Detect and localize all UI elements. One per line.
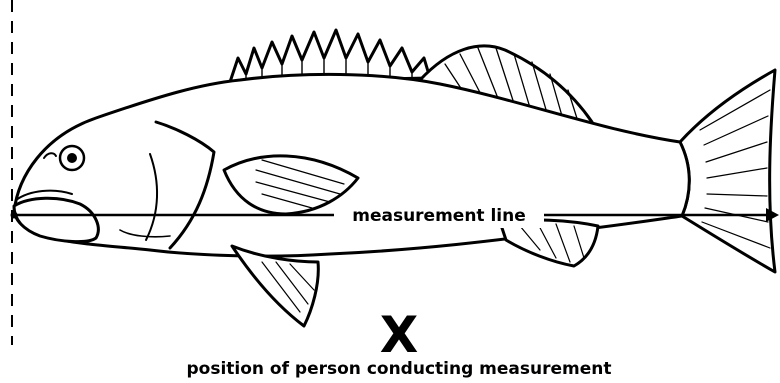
pelvic-fin-rays: [261, 261, 315, 313]
tail-fin: [678, 68, 777, 274]
preopercle: [145, 153, 158, 241]
mouth: [12, 196, 100, 244]
fish-illustration: [12, 28, 777, 328]
gill-cover: [154, 120, 216, 250]
cheek-line: [119, 229, 171, 238]
nostril: [43, 152, 57, 159]
measurement-line-label-bg: [334, 202, 544, 228]
spiny-dorsal-fin: [228, 28, 432, 84]
arrowhead-icon: [766, 208, 779, 222]
position-caption: position of person conducting measuremen…: [186, 359, 611, 379]
measurement-line-label: measurement line: [352, 206, 526, 226]
measurement-start-point: [10, 211, 18, 219]
eye-pupil: [67, 153, 77, 163]
pelvic-fin: [230, 244, 320, 328]
position-marker: X: [380, 306, 419, 364]
upper-lip: [15, 189, 73, 201]
anal-fin-rays: [519, 223, 585, 263]
pectoral-fin-rays: [255, 159, 345, 209]
tail-rays: [699, 89, 771, 249]
